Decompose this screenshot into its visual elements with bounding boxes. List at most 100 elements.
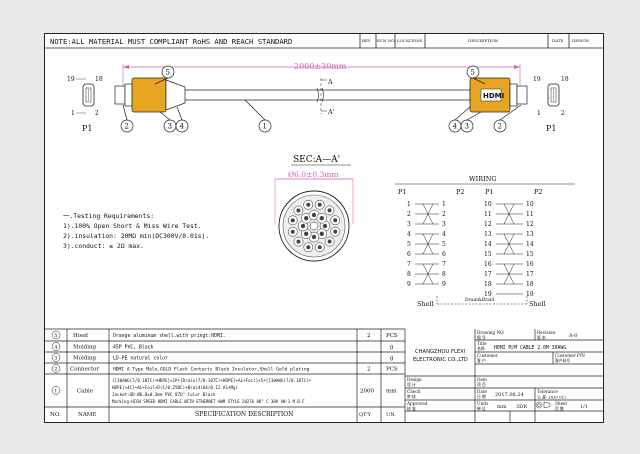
wiring-right-p2-pin: 16 [526,261,534,268]
wiring-right-p2-pin: 14 [526,241,534,248]
drawing-sheet: NOTE:ALL MATERIAL MUST COMPLIANT RoHS AN… [44,33,604,423]
revision-cn: 版 本 [537,335,546,340]
bom-row-5-spec: Orange aluminum shell,with pringt:HDMI. [113,333,226,339]
wiring-right-p2-pin: 15 [526,251,534,258]
wiring-right-p2-pin: 19 [526,291,534,298]
wiring-right-p1-pin: 19 [484,291,492,298]
wiring-header-p1-left: P1 [398,188,407,196]
conductor-core [333,229,338,234]
left-pin2: 2 [95,110,99,117]
cable-spec-line-3: Jacket:OD:Ø6.0±0.3mm PVC 87D° Color Blac… [112,392,216,397]
conductor-core [306,202,311,207]
date-header: DATE [552,38,564,43]
check-label: Check [407,389,421,394]
bom-row-2-no: 2 [54,367,57,373]
conductor-core [306,245,311,250]
wiring-right-p2-pin: 13 [526,231,534,238]
header-row [45,34,603,49]
drawing-no-cn: 图 号 [477,335,486,340]
cross-section: SEC:A—A' Ø6.0±0.3mm [274,155,354,262]
wiring-right-p1-pin: 14 [484,241,492,248]
callout-2-right: 2 [498,123,502,131]
bom-row-1-qty: 2000 [360,389,374,395]
wiring-right-p1-pin: 17 [484,271,492,278]
units-cn: 单 位 [477,406,486,411]
left-hood [131,77,167,113]
sheet-label: Sheet [555,401,568,406]
wiring-right-p1-pin: 15 [484,251,492,258]
testing-requirements: 一.Testing Requirements: 1).100% Open Sho… [63,212,209,250]
wiring-header-p1-right: P1 [485,188,494,196]
shell-right-label: Shell [529,300,546,308]
wiring-left-p1-pin: 3 [407,221,411,228]
customer-pn-label: Customer P/N [555,353,585,358]
cable-spec-line-1: {[30AWG(7/0.10TC)+HDPE]×1P+[Drain(7/0.10… [112,378,312,383]
shell-left-label: Shell [417,300,434,308]
bom-row-2-qty: 2 [367,367,371,373]
testing-line-1: 1).100% Open Short & Miss Wire Test. [63,222,202,230]
wiring-left-p2-pin: 7 [442,261,446,268]
conductor-core [300,223,306,229]
date-cn: 日 期 [477,394,486,399]
units-label: Units [477,401,488,406]
wiring-right-p1-pin: 11 [484,211,492,218]
drawing-no-label: Drawing NO. [477,330,505,335]
testing-title: 一.Testing Requirements: [63,212,154,220]
bom-row-4-unit: g [390,345,394,351]
wiring-left-p1-pin: 1 [407,201,411,208]
bom-row-5-qty: 2 [367,333,371,339]
callout-1-cable: 1 [263,123,267,131]
conductor-core [327,208,332,213]
approved-cn: 核 准 [407,406,416,411]
wiring-right-p2-pin: 18 [526,281,534,288]
wiring-right-p2-pin: 11 [526,211,534,218]
bom-row-1-unit: mm [386,389,397,395]
callout-4-left: 4 [180,123,185,131]
bom-row-5-unit: PCS [386,333,398,339]
company-line-2: ELECTRONIC CO.,LTD [413,357,468,363]
wiring-left-p2-pin: 9 [442,281,446,288]
wiring-left-p2-pin: 1 [442,201,446,208]
wiring-header-p2-right: P2 [534,188,543,196]
design-header: DESIGN [572,38,590,43]
sheet-cn: 页 数 [555,406,564,411]
company-line-1: CHANGZHOU FLEXI [415,349,466,355]
bom-row-4-name: Molding [73,345,97,351]
conductor-core [333,218,338,223]
bom-row-2-unit: PCS [386,367,398,373]
cable-spec-line-4: Marking:HIGH SPEED HDMI CABLE WITH ETHER… [112,399,305,404]
design-label: Design [407,377,422,382]
date-value: 2017.06.24 [495,392,524,398]
revision-value: A-0 [568,333,577,339]
wiring-left-p2-pin: 3 [442,221,446,228]
callout-5-right: 5 [471,69,475,77]
wiring-left-p1-pin: 2 [407,211,411,218]
callout-2-left: 2 [125,123,129,131]
hdmi-print [480,88,502,102]
cable-spec-line-2: HDPE]×4C}+AL+Foil+D(1/0.25BC)+Braid(64/0… [112,385,238,390]
conductor-core [327,239,332,244]
conductor-core [319,231,324,236]
bom-footer-spec: SPECIFICATION DESCRIPTION [195,411,293,418]
length-label: 2000±30mm [294,62,347,71]
customer-cn: 客 户 [477,358,486,363]
conductor-core [317,202,322,207]
cable-assembly: 2000±30mm A A' HDMI 19 18 1 2 P1 [67,62,569,133]
bom-rows: 5 Hood Orange aluminum shell,with pringt… [50,330,398,418]
customer-pn-cn: 客户料号 [555,358,570,363]
diameter-label: Ø6.0±0.3mm [288,170,339,179]
scale-label: 3DR [516,404,527,410]
left-p1-label: P1 [82,124,92,133]
title-block [405,329,603,422]
wiring-right-p1-pin: 18 [484,281,492,288]
conductor-core [322,223,328,229]
twisted-pair-mark [422,263,434,285]
customer-label: Customer [477,353,498,358]
wiring-left-p2-pin: 5 [442,241,446,248]
description-header: DESCRIPTION [468,38,499,43]
bom-row-1-no: 1 [54,389,57,395]
sheet-value: 1/1 [580,404,588,410]
title-value: HDMI M/M CABLE 2.0M 30AWG [494,345,566,351]
item-cn: 项 目 [477,382,486,387]
